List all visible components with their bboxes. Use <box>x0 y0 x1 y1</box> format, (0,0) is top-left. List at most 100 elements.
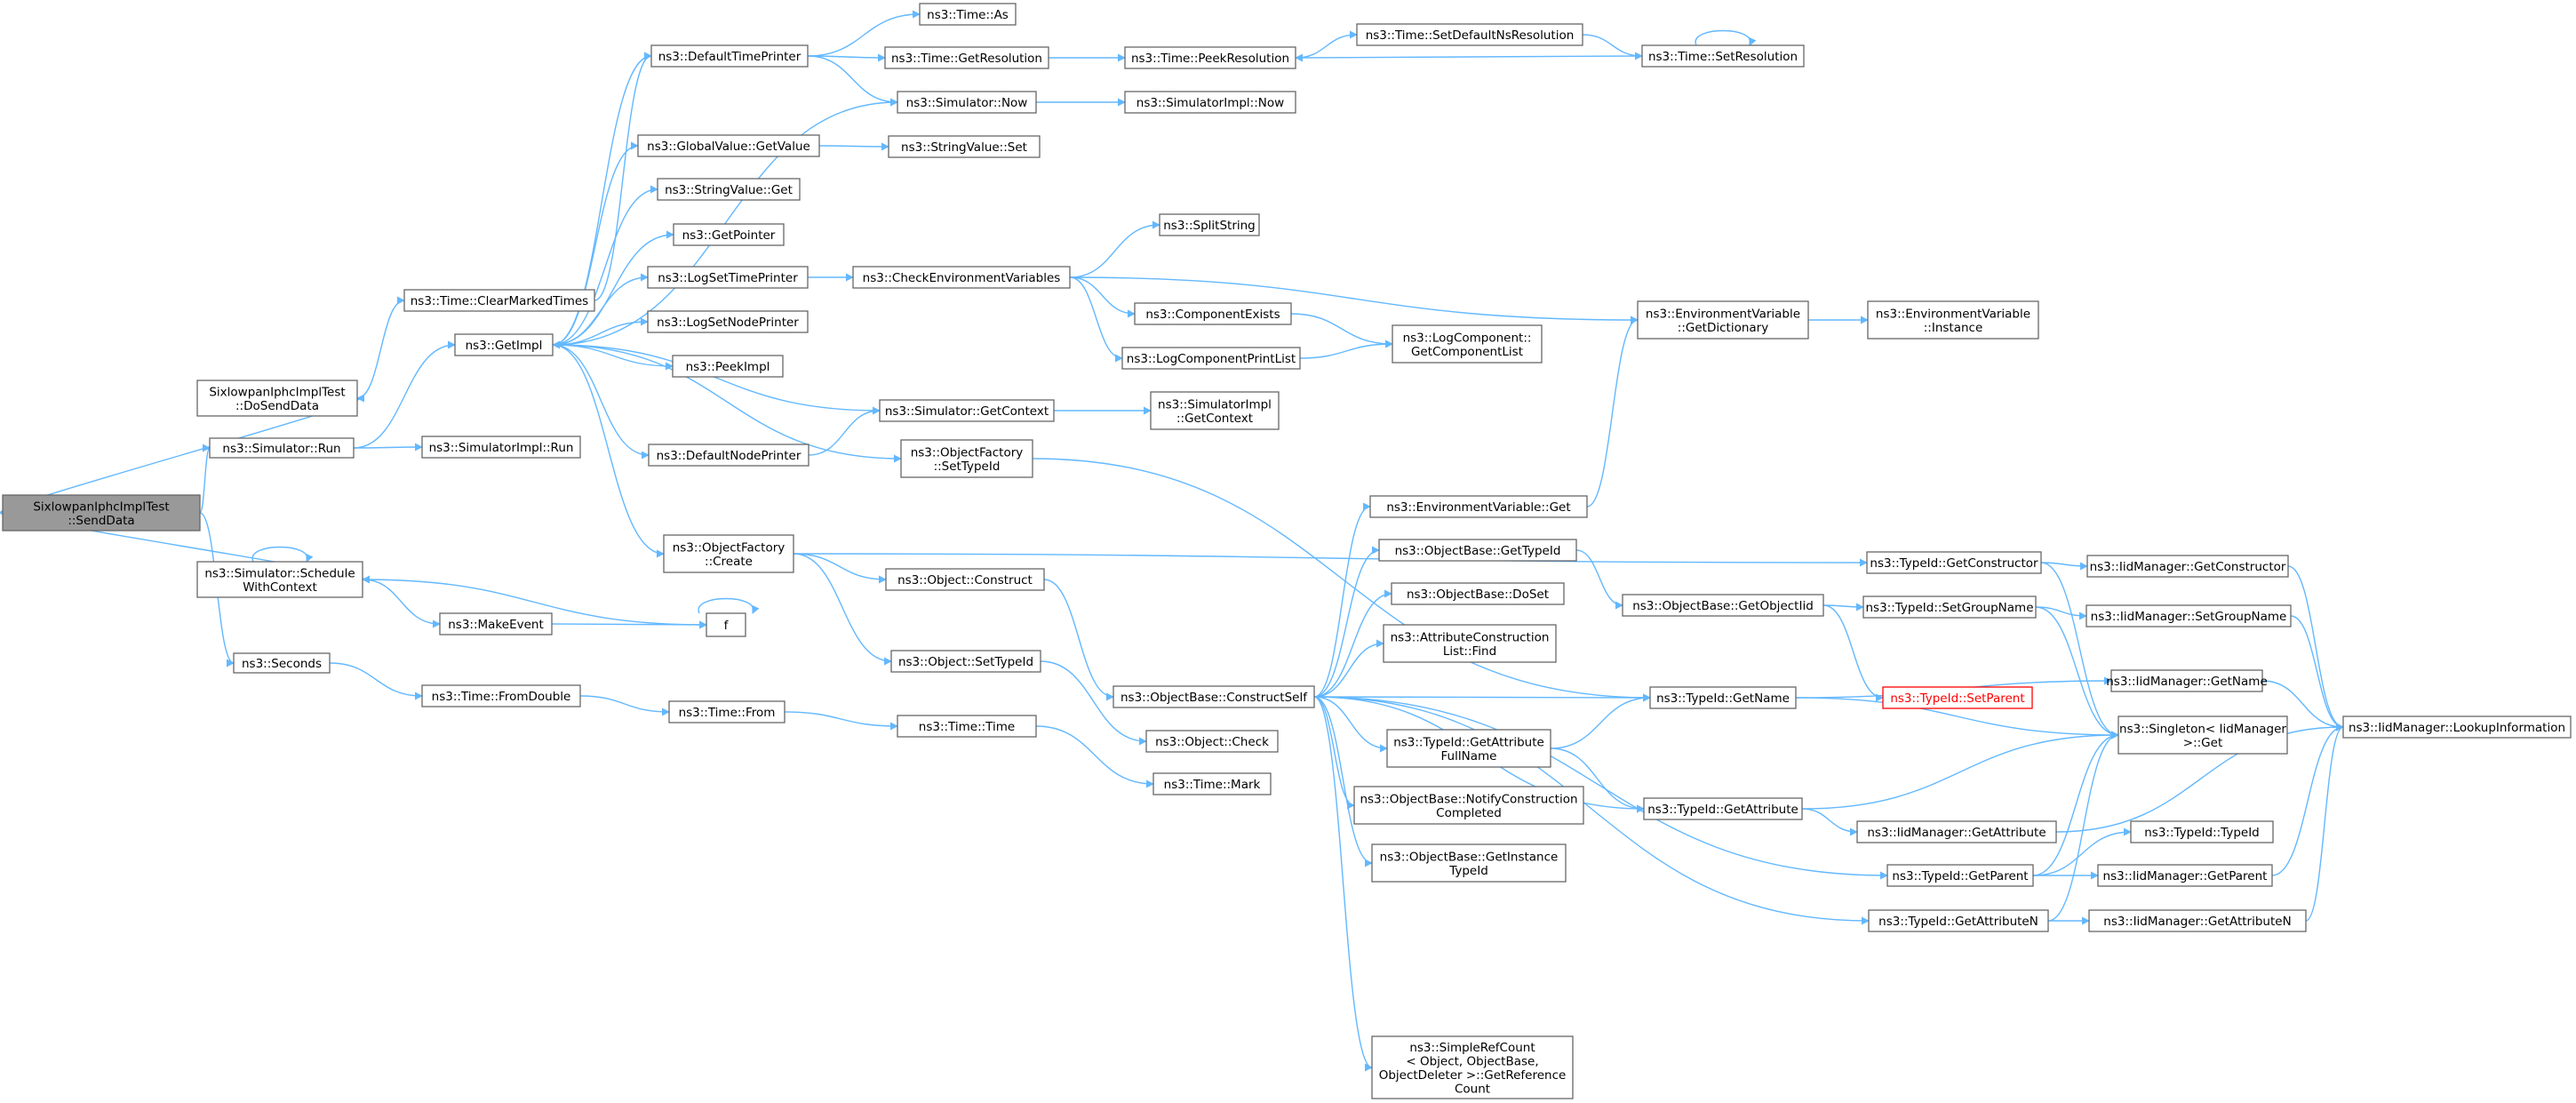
node-objSetTypeId[interactable]: ns3::Object::SetTypeId <box>890 650 1041 673</box>
node-imGetCtor[interactable]: ns3::IidManager::GetConstructor <box>2086 555 2289 578</box>
edge-gvGetValue-to-svSet <box>818 142 889 151</box>
node-tidSetGroup[interactable]: ns3::TypeId::SetGroupName <box>1862 595 2037 619</box>
node-ofSetTypeId[interactable]: ns3::ObjectFactory::SetTypeId <box>900 439 1033 478</box>
node-box <box>1882 686 2033 709</box>
node-envInstance[interactable]: ns3::EnvironmentVariable::Instance <box>1867 300 2039 340</box>
node-obNotify[interactable]: ns3::ObjectBase::NotifyConstructionCompl… <box>1353 786 1584 825</box>
node-envGetDict[interactable]: ns3::EnvironmentVariable::GetDictionary <box>1637 300 1809 340</box>
node-simImplRun[interactable]: ns3::SimulatorImpl::Run <box>421 436 581 459</box>
edge-simGetCtx-to-getImpl <box>552 340 881 412</box>
node-obDoSet[interactable]: ns3::ObjectBase::DoSet <box>1391 582 1565 605</box>
edge-obConstructSelf-to-tidGetAttrFull <box>1313 696 1388 753</box>
node-defTimePrinter[interactable]: ns3::DefaultTimePrinter <box>650 44 809 68</box>
node-simNow[interactable]: ns3::Simulator::Now <box>897 91 1037 114</box>
node-box <box>2117 715 2288 755</box>
node-label: ns3::LogComponentPrintList <box>1127 352 1296 366</box>
node-imSetGroup[interactable]: ns3::IidManager::SetGroupName <box>2086 604 2292 627</box>
node-label: WithContext <box>243 580 317 595</box>
node-timeAs[interactable]: ns3::Time::As <box>919 3 1017 26</box>
node-label: ns3::MakeEvent <box>448 618 544 632</box>
node-timePeekRes[interactable]: ns3::Time::PeekResolution <box>1124 46 1296 69</box>
node-doSendData[interactable]: SixlowpanIphcImplTest::DoSendData <box>196 380 358 417</box>
node-simGetCtx[interactable]: ns3::Simulator::GetContext <box>879 399 1055 422</box>
node-label: ns3::Time::Time <box>919 720 1015 734</box>
node-clearMarked[interactable]: ns3::Time::ClearMarkedTimes <box>403 289 595 312</box>
node-label: ns3::Time::ClearMarkedTimes <box>411 294 588 308</box>
node-getPointer[interactable]: ns3::GetPointer <box>673 223 785 246</box>
node-tidGetCtor[interactable]: ns3::TypeId::GetConstructor <box>1866 551 2042 574</box>
node-obGetObjTid[interactable]: ns3::ObjectBase::GetObjectIid <box>1622 594 1824 617</box>
node-imGetParent[interactable]: ns3::IidManager::GetParent <box>2097 864 2273 887</box>
node-ofCreate[interactable]: ns3::ObjectFactory::Create <box>663 534 794 573</box>
node-srcGetRef[interactable]: ns3::SimpleRefCount< Object, ObjectBase,… <box>1371 1035 1574 1099</box>
edge-obConstructSelf-to-acListFind <box>1313 639 1384 698</box>
node-svGet[interactable]: ns3::StringValue::Get <box>657 178 801 201</box>
node-label: ns3::TypeId::GetAttribute <box>1393 735 1544 749</box>
node-tidGetAttr[interactable]: ns3::TypeId::GetAttribute <box>1643 797 1803 820</box>
node-timeSetRes[interactable]: ns3::Time::SetResolution <box>1641 44 1805 68</box>
node-label: TypeId <box>1448 864 1488 878</box>
node-timeTime[interactable]: ns3::Time::Time <box>897 715 1037 738</box>
node-objCheck[interactable]: ns3::Object::Check <box>1145 730 1279 753</box>
node-peekImpl[interactable]: ns3::PeekImpl <box>672 355 784 378</box>
node-objConstruct[interactable]: ns3::Object::Construct <box>885 568 1045 591</box>
node-obConstructSelf[interactable]: ns3::ObjectBase::ConstructSelf <box>1113 685 1315 708</box>
node-box <box>884 46 1049 69</box>
edge-obConstructSelf-to-obGetTypeId <box>1313 546 1380 698</box>
node-svSet[interactable]: ns3::StringValue::Set <box>888 135 1041 158</box>
node-label: ::GetContext <box>1176 412 1253 426</box>
node-imLookup[interactable]: ns3::IidManager::LookupInformation <box>2342 715 2572 739</box>
node-tidTypeId[interactable]: ns3::TypeId::TypeId <box>2130 820 2274 843</box>
node-imGetAttrN[interactable]: ns3::IidManager::GetAttributeN <box>2088 909 2307 932</box>
node-obGetTypeId[interactable]: ns3::ObjectBase::GetTypeId <box>1378 539 1577 562</box>
node-tidGetName[interactable]: ns3::TypeId::GetName <box>1649 686 1797 709</box>
node-box <box>1392 324 1543 364</box>
node-box <box>1371 1035 1574 1099</box>
node-splitString[interactable]: ns3::SplitString <box>1159 213 1260 236</box>
node-tidGetParent[interactable]: ns3::TypeId::GetParent <box>1886 864 2034 887</box>
node-compExists[interactable]: ns3::ComponentExists <box>1134 302 1292 325</box>
node-label: ns3::IidManager::LookupInformation <box>2349 721 2565 735</box>
node-box <box>897 715 1037 738</box>
edge-tidSetGroup-to-singletonGet <box>2035 606 2119 739</box>
node-gvGetValue[interactable]: ns3::GlobalValue::GetValue <box>637 134 820 157</box>
edge-tidGetCtor-to-imGetCtor <box>2040 562 2088 571</box>
node-fromDouble[interactable]: ns3::Time::FromDouble <box>421 684 581 707</box>
node-imGetAttr[interactable]: ns3::IidManager::GetAttribute <box>1856 820 2057 843</box>
node-singletonGet[interactable]: ns3::Singleton< IidManager>::Get <box>2117 715 2288 755</box>
node-logSetTime[interactable]: ns3::LogSetTimePrinter <box>647 266 809 289</box>
node-defNodePrinter[interactable]: ns3::DefaultNodePrinter <box>648 444 809 467</box>
node-label: ::SetTypeId <box>934 460 1001 474</box>
node-simImplGetCtx[interactable]: ns3::SimulatorImpl::GetContext <box>1150 391 1280 430</box>
edge-ofSetTypeId-to-tidGetName <box>1032 458 1651 702</box>
node-timeMark[interactable]: ns3::Time::Mark <box>1152 772 1272 795</box>
node-simImplNow[interactable]: ns3::SimulatorImpl::Now <box>1124 91 1296 114</box>
node-logCompGetList[interactable]: ns3::LogComponent::GetComponentList <box>1392 324 1543 364</box>
node-label: ns3::ObjectBase::GetInstance <box>1380 850 1559 864</box>
node-seconds[interactable]: ns3::Seconds <box>233 652 331 674</box>
node-logSetNode[interactable]: ns3::LogSetNodePrinter <box>647 310 809 333</box>
node-timeGetRes[interactable]: ns3::Time::GetResolution <box>884 46 1049 69</box>
node-tidGetAttrN[interactable]: ns3::TypeId::GetAttributeN <box>1868 909 2049 932</box>
node-simRun[interactable]: ns3::Simulator::Run <box>209 437 355 459</box>
node-envGet[interactable]: ns3::EnvironmentVariable::Get <box>1369 495 1588 518</box>
node-logCompPrint[interactable]: ns3::LogComponentPrintList <box>1121 347 1301 370</box>
node-f[interactable]: f <box>706 612 746 637</box>
node-timeSetDefNs[interactable]: ns3::Time::SetDefaultNsResolution <box>1356 23 1583 46</box>
node-getImpl[interactable]: ns3::GetImpl <box>454 333 554 356</box>
node-timeFrom[interactable]: ns3::Time::From <box>668 700 786 723</box>
node-label: ns3::ObjectBase::ConstructSelf <box>1121 691 1308 705</box>
node-label: ns3::TypeId::GetName <box>1656 691 1790 706</box>
node-tidSetParent[interactable]: ns3::TypeId::SetParent <box>1882 686 2033 709</box>
node-label: ns3::PeekImpl <box>686 360 770 374</box>
node-label: ns3::SimpleRefCount <box>1409 1041 1535 1055</box>
node-checkEnv[interactable]: ns3::CheckEnvironmentVariables <box>852 266 1071 289</box>
node-imGetName[interactable]: ns3::IidManager::GetName <box>2106 669 2268 692</box>
node-makeEvent[interactable]: ns3::MakeEvent <box>439 612 553 635</box>
node-sendData[interactable]: SixlowpanIphcImplTest::SendData <box>2 494 201 532</box>
